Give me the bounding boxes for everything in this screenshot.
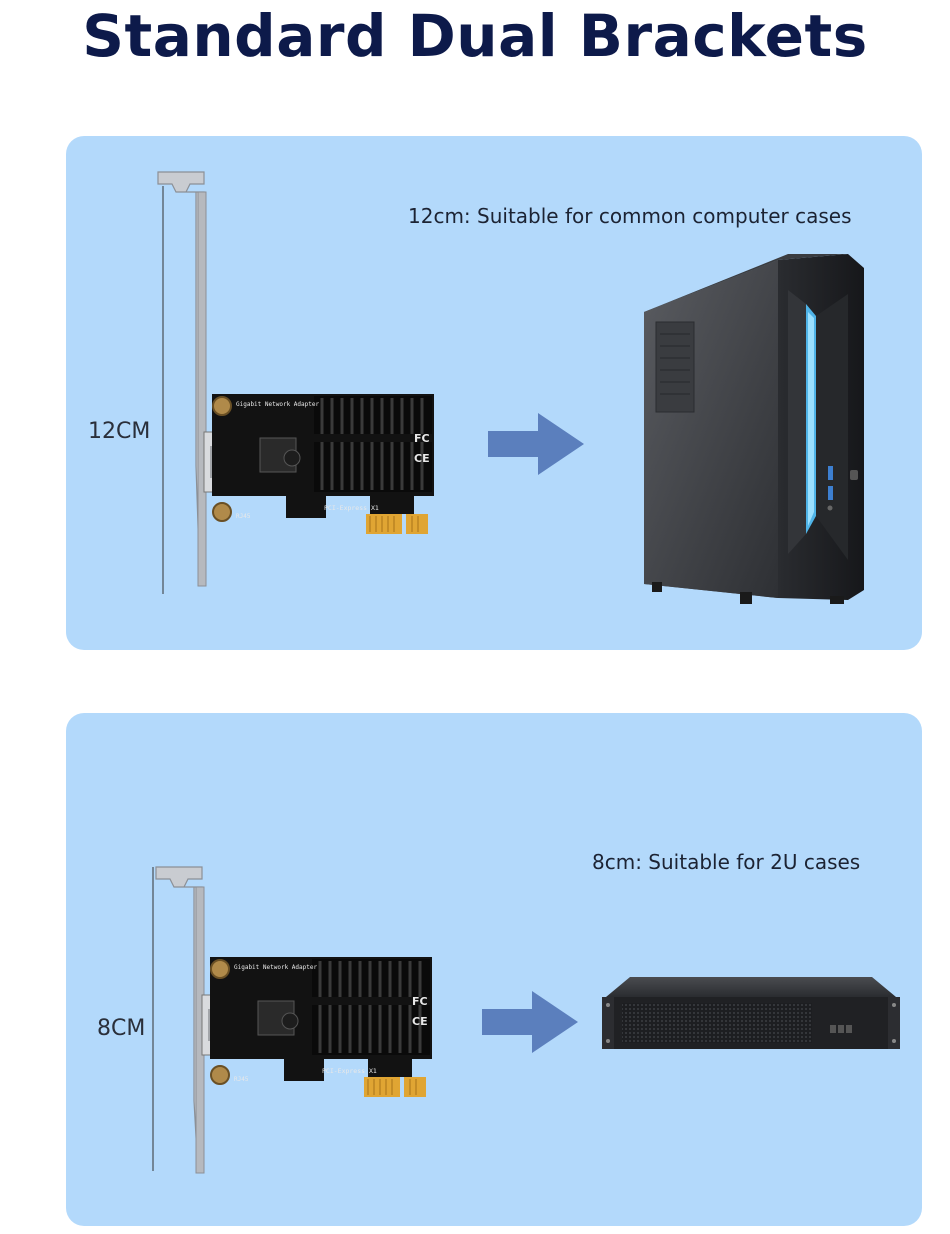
arrow-right-icon [482,991,578,1053]
card-product-print: Gigabit Network Adapter [234,964,317,971]
network-card-image: Gigabit Network Adapter PCI-Express X1 R… [155,866,432,1174]
computer-case-image [644,254,864,604]
card-product-print: Gigabit Network Adapter [236,401,319,408]
height-measure-line [162,186,164,594]
svg-text:FC: FC [412,995,428,1008]
svg-text:CE: CE [414,452,430,465]
bracket-height-label: 8CM [97,1016,146,1041]
svg-text:FC: FC [414,432,430,445]
card-port-print: RJ45 [236,513,251,520]
page-title: Standard Dual Brackets [82,2,868,70]
height-measure-line [152,867,154,1171]
rack-server-image [602,977,900,1049]
network-card-image: Gigabit Network Adapter PCI-Express X1 R… [157,171,434,587]
svg-text:CE: CE [412,1015,428,1028]
arrow-right-icon [488,413,584,475]
card-interface-print: PCI-Express X1 [322,1067,377,1075]
panel-caption: 12cm: Suitable for common computer cases [408,204,852,228]
low-profile-bracket-panel: 8cm: Suitable for 2U cases 8CM [66,713,922,1226]
card-port-print: RJ45 [234,1076,249,1083]
bracket-height-label: 12CM [88,419,151,444]
card-interface-print: PCI-Express X1 [324,504,379,512]
panel-caption: 8cm: Suitable for 2U cases [592,850,861,874]
full-height-bracket-panel: 12cm: Suitable for common computer cases… [66,136,922,650]
